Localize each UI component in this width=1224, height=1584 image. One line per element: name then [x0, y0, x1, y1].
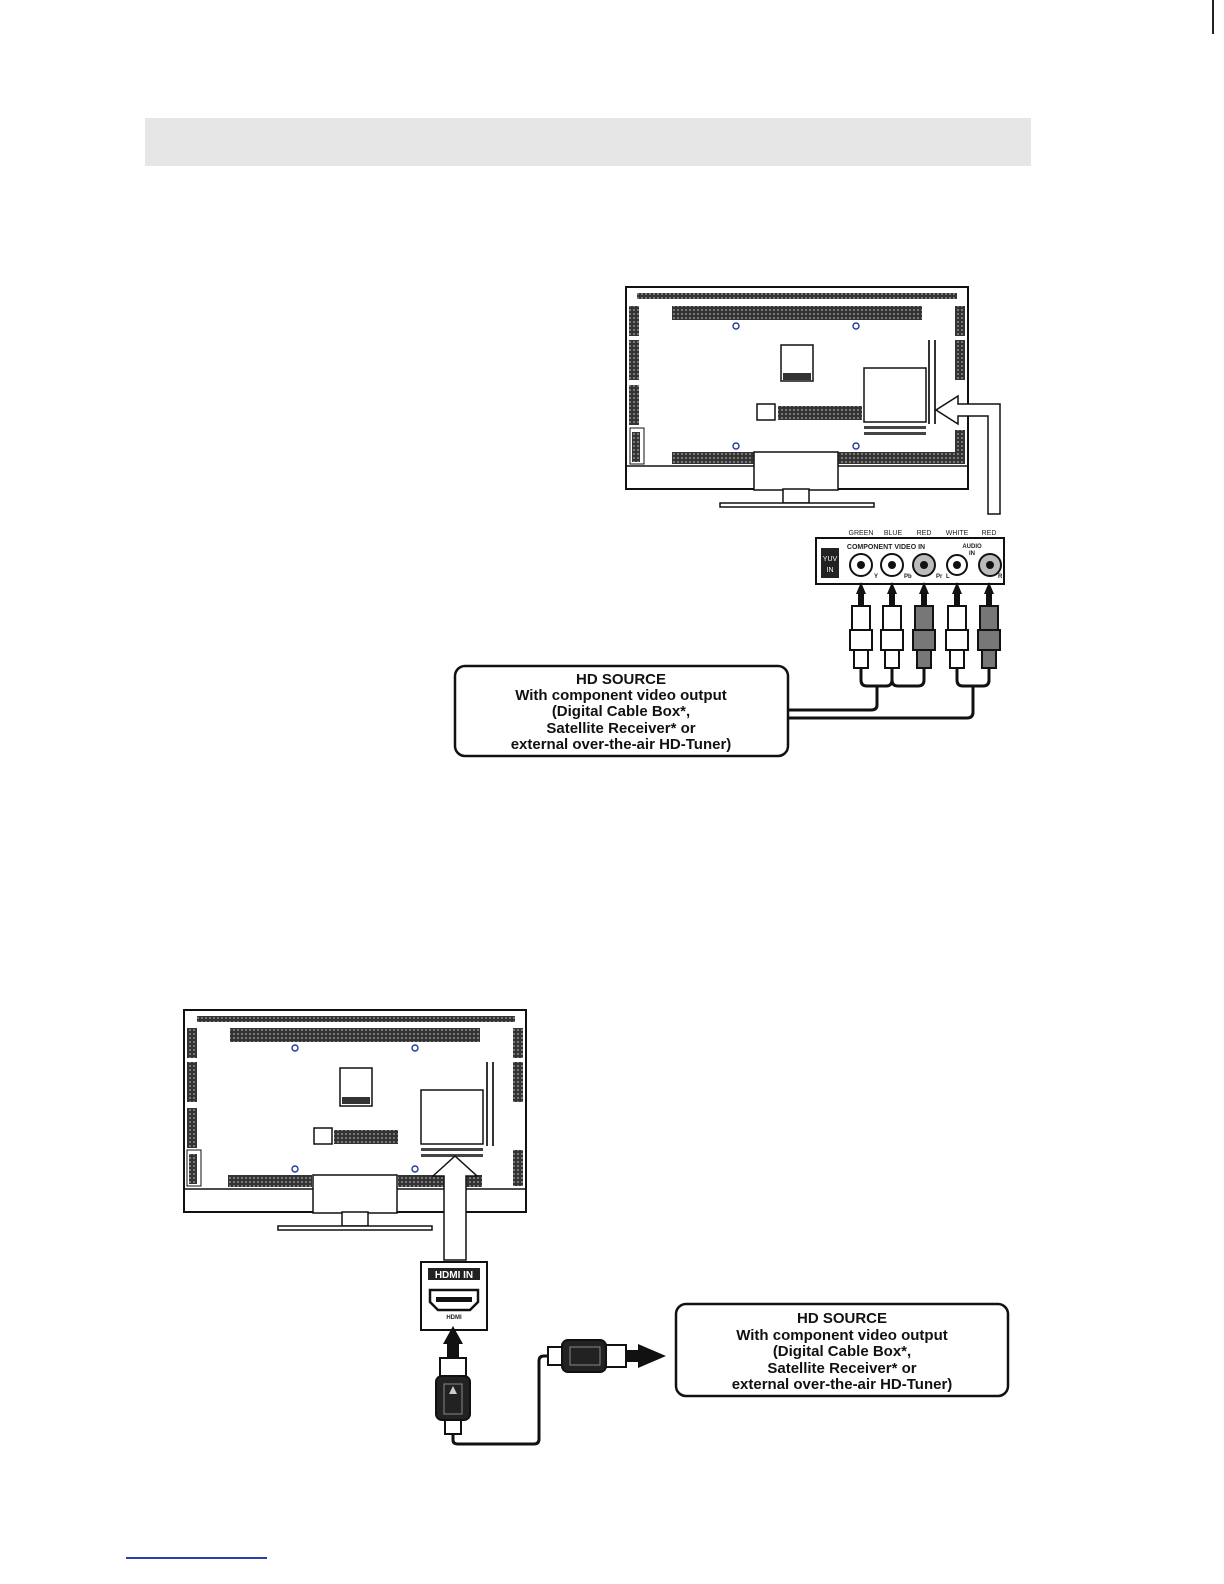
- rca-plugs: [849, 582, 1001, 669]
- hdmi-plug-source: [547, 1339, 666, 1373]
- hd-source-line: (Digital Cable Box*,: [773, 1343, 911, 1360]
- jack-y: Y: [849, 553, 878, 580]
- yuv-label: YUV: [823, 556, 838, 563]
- hd-source-box-hdmi: HD SOURCE With component video output (D…: [674, 1302, 1010, 1398]
- port-color-label: RED: [982, 530, 997, 537]
- jack-letter: Pr: [936, 574, 943, 580]
- jack-pb: Pb: [880, 553, 912, 580]
- jack-r: R: [978, 553, 1003, 580]
- port-color-label: GREEN: [849, 530, 874, 537]
- hd-source-title: HD SOURCE: [797, 1310, 887, 1327]
- port-color-label: RED: [917, 530, 932, 537]
- hdmi-cable: [451, 1354, 556, 1446]
- jack-letter: Pb: [904, 574, 912, 580]
- component-cables: [788, 668, 991, 720]
- port-color-label: BLUE: [884, 530, 903, 537]
- section-header-band: [145, 118, 1031, 166]
- tv-back-top: [625, 286, 1001, 515]
- hd-source-box-component: HD SOURCE With component video output (D…: [453, 664, 790, 758]
- footnote-rule: [126, 1557, 267, 1559]
- hdmi-port-label: HDMI: [446, 1315, 462, 1321]
- yuv-label-in: IN: [827, 567, 834, 574]
- audio-label: AUDIO: [962, 544, 982, 550]
- tv-back-bottom: [183, 1009, 527, 1261]
- component-input-panel: GREEN BLUE RED WHITE RED YUV IN COMPONEN…: [815, 530, 1005, 585]
- hdmi-in-label: HDMI IN: [435, 1270, 473, 1281]
- hd-source-line: With component video output: [515, 687, 727, 704]
- hd-source-line: external over-the-air HD-Tuner): [511, 736, 732, 753]
- port-color-label: WHITE: [946, 530, 969, 537]
- jack-l: L: [946, 554, 968, 580]
- hd-source-line: Satellite Receiver* or: [767, 1360, 916, 1377]
- hd-source-line: (Digital Cable Box*,: [552, 703, 690, 720]
- hd-source-line: With component video output: [736, 1327, 948, 1344]
- component-video-in-label: COMPONENT VIDEO IN: [847, 544, 925, 551]
- jack-letter: R: [998, 574, 1003, 580]
- hd-source-line: external over-the-air HD-Tuner): [732, 1376, 953, 1393]
- jack-pr: Pr: [912, 553, 943, 580]
- hdmi-plug-tv: [435, 1326, 471, 1435]
- page-edge-rule: [1212, 0, 1214, 34]
- hd-source-line: Satellite Receiver* or: [546, 720, 695, 737]
- hd-source-title: HD SOURCE: [576, 671, 666, 688]
- hdmi-input-panel: HDMI IN HDMI: [420, 1261, 488, 1331]
- jack-letter: L: [946, 574, 950, 580]
- jack-letter: Y: [874, 574, 878, 580]
- audio-in-label: IN: [969, 551, 975, 557]
